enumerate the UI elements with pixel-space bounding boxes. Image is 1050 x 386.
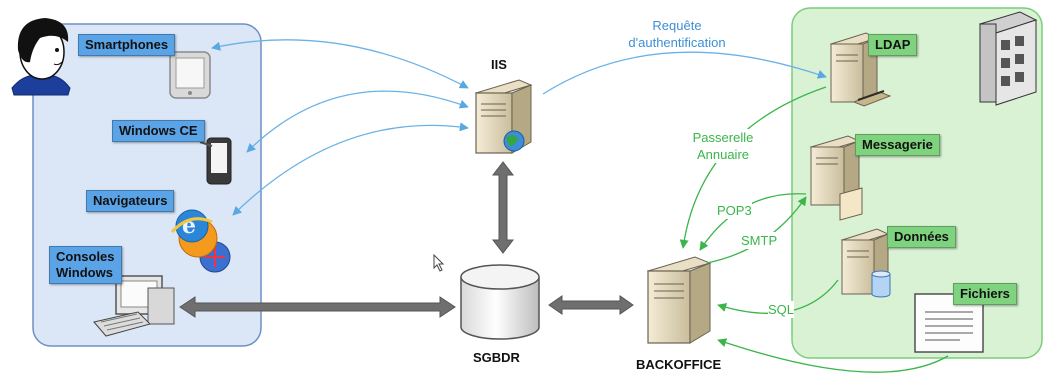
tag-navigateurs: Navigateurs	[86, 190, 175, 212]
link-consoles-sgbdr	[179, 296, 456, 318]
mouse-cursor-icon	[433, 253, 445, 272]
database-icon	[460, 264, 540, 340]
link-iis-smartphones	[211, 39, 469, 89]
messagerie-server-icon	[809, 135, 863, 221]
tag-smartphones: Smartphones	[78, 34, 176, 56]
label-smtp: SMTP	[741, 232, 778, 249]
user-icon	[11, 18, 71, 96]
pda-icon	[199, 137, 232, 185]
link-iis-ldap	[542, 51, 827, 95]
backoffice-server-icon	[646, 256, 712, 344]
browser-icons: e	[170, 209, 231, 273]
svg-text:e: e	[182, 213, 196, 239]
iis-server-icon	[474, 79, 533, 154]
label-passerelle-annuaire: Passerelle Annuaire	[683, 129, 763, 163]
tag-windows-ce: Windows CE	[112, 120, 205, 142]
caption-sgbdr: SGBDR	[473, 350, 520, 365]
donnees-server-icon	[840, 228, 891, 298]
caption-iis: IIS	[491, 57, 507, 72]
link-iis-navigateurs	[232, 122, 469, 216]
link-iis-windowsce	[246, 90, 469, 153]
label-sql: SQL	[768, 301, 795, 318]
tag-messagerie: Messagerie	[855, 134, 940, 156]
link-fichiers	[717, 338, 949, 373]
tag-ldap: LDAP	[868, 34, 918, 56]
smartphone-icon	[169, 51, 211, 99]
label-requete-authentification: Requête d'authentification	[628, 18, 726, 50]
building-icon	[978, 11, 1038, 106]
link-iis-sgbdr	[491, 161, 515, 254]
label-pop3: POP3	[717, 202, 752, 219]
link-sgbdr-backoffice	[548, 295, 634, 315]
caption-backoffice: BACKOFFICE	[636, 357, 722, 372]
tag-consoles-windows: Consoles Windows	[49, 246, 122, 284]
tag-donnees: Données	[887, 226, 956, 248]
tag-fichiers: Fichiers	[953, 283, 1017, 305]
desktop-computer-icon	[93, 275, 175, 337]
